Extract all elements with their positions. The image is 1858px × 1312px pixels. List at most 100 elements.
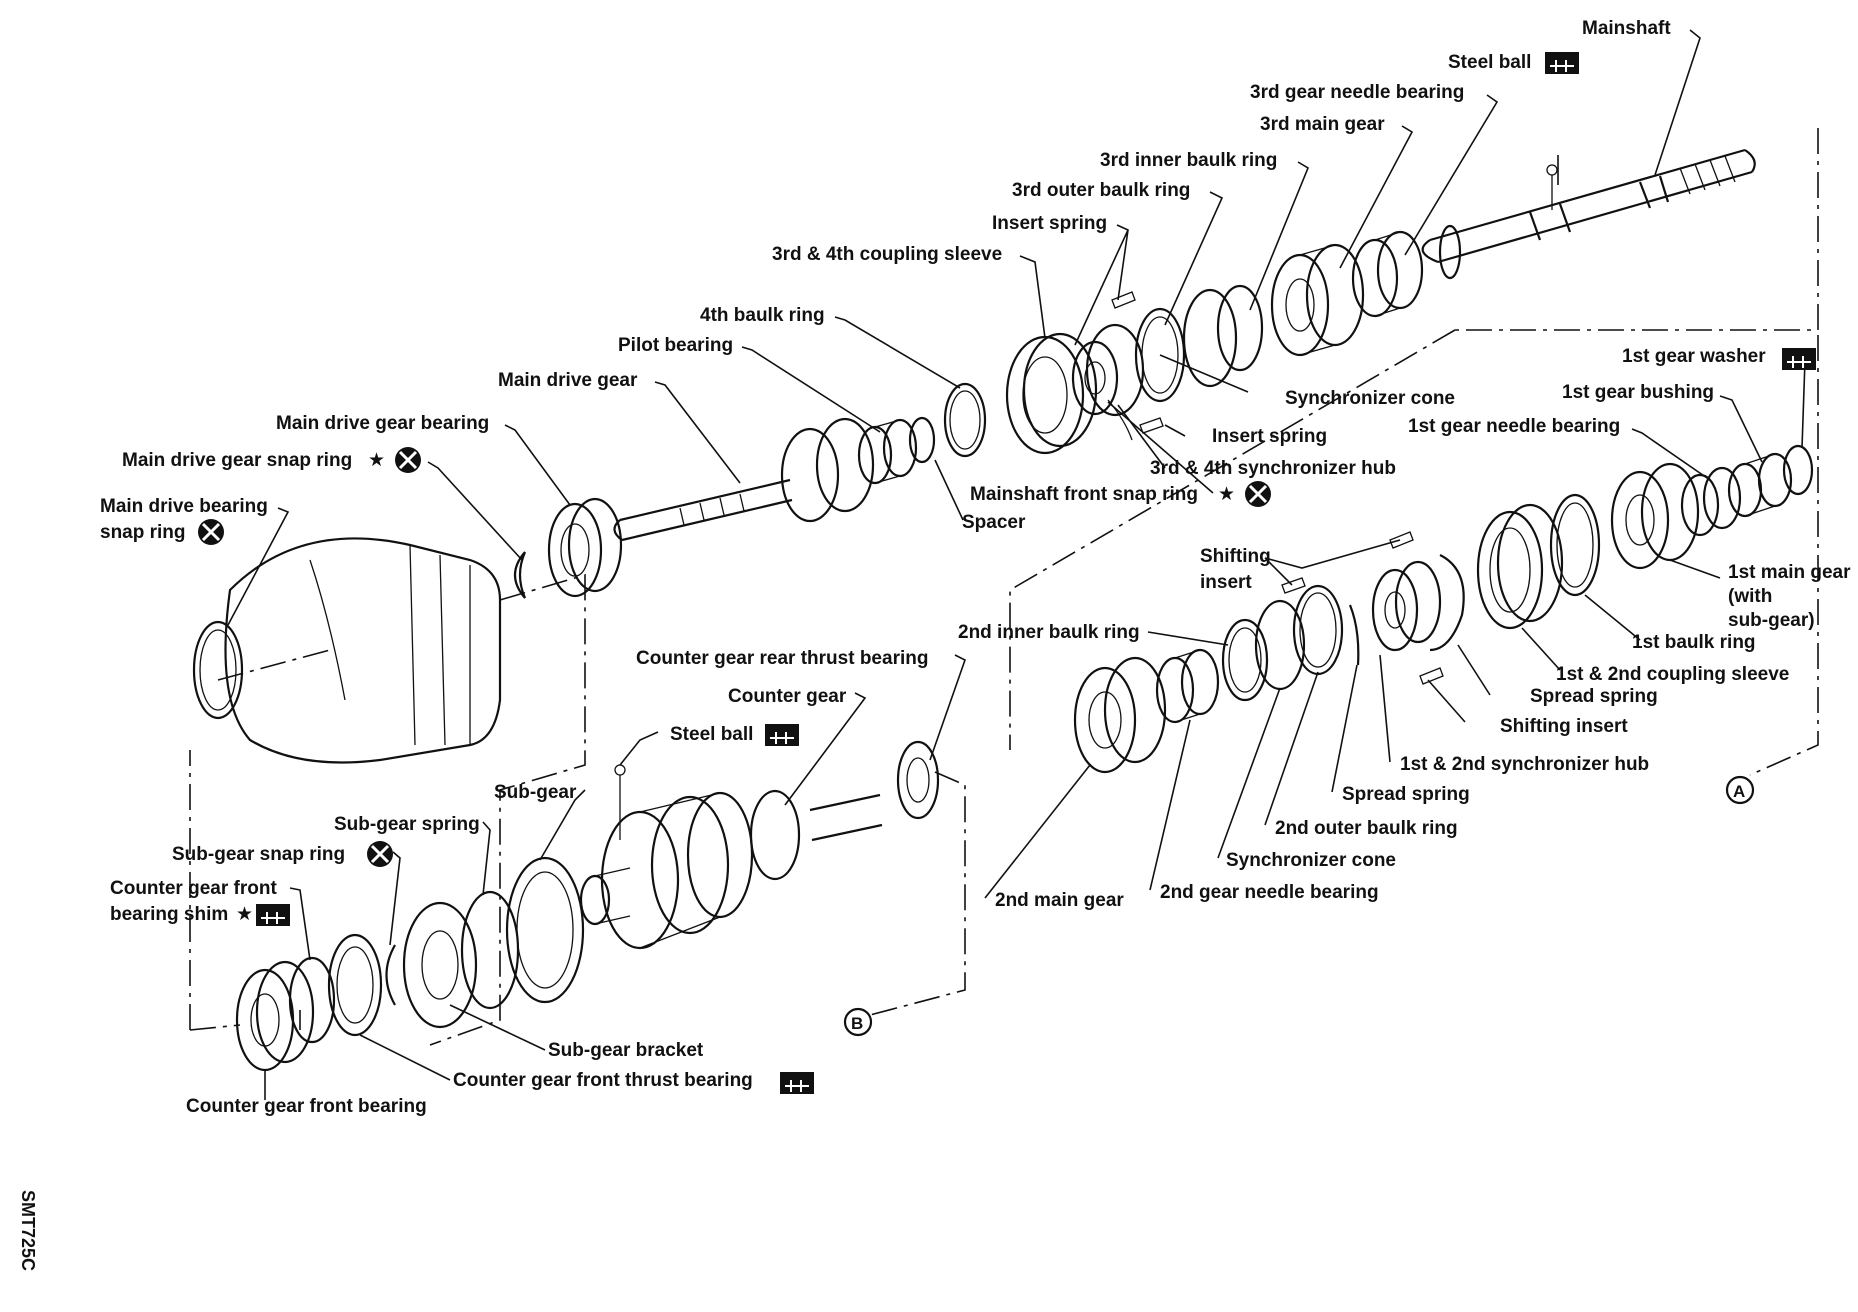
label-gear3-outer-baulk: 3rd outer baulk ring	[1012, 180, 1190, 201]
label-gear1-main-1: 1st main gear	[1728, 562, 1851, 583]
label-steel-ball-bottom: Steel ball	[670, 724, 753, 745]
star-mark: ★	[368, 450, 385, 471]
gear3-inner-baulk-ring-part	[1182, 284, 1264, 388]
label-main-gear-2nd: 2nd main gear	[995, 890, 1124, 911]
steel-ball-bottom-part	[614, 764, 626, 840]
label-baulk-ring-4th: 4th baulk ring	[700, 305, 825, 326]
svg-text:B: B	[851, 1014, 863, 1033]
coupling-sleeve-34-part	[1005, 332, 1098, 455]
sub-gear-spring-part	[460, 890, 520, 1010]
label-gear1-needle-bearing: 1st gear needle bearing	[1408, 416, 1620, 437]
svg-text:A: A	[1733, 782, 1745, 801]
label-inner-baulk-2nd: 2nd inner baulk ring	[958, 622, 1140, 643]
counter-front-bearing-part	[235, 960, 315, 1072]
outer-baulk-2nd-part	[1292, 584, 1344, 676]
spread-spring-right-part	[1429, 554, 1465, 652]
label-counter-front-bearing: Counter gear front bearing	[186, 1096, 427, 1117]
baulk-ring-1st-part	[1549, 493, 1601, 597]
label-main-drive-gear: Main drive gear	[498, 370, 638, 391]
labels: Mainshaft Steel ball 3rd gear needle bea…	[100, 18, 1851, 1117]
gear1-washer-part	[1782, 444, 1814, 496]
marker-a: A	[1725, 775, 1755, 805]
label-synchronizer-cone-top: Synchronizer cone	[1285, 388, 1455, 409]
do-not-reuse-icon	[1245, 481, 1271, 507]
label-pilot-bearing: Pilot bearing	[618, 335, 733, 356]
counter-rear-thrust-part	[896, 740, 940, 820]
selective-part-icon	[765, 724, 799, 746]
steel-ball-top-part	[1546, 164, 1558, 210]
label-counter-rear-thrust: Counter gear rear thrust bearing	[636, 648, 928, 669]
leader-lines	[227, 29, 1806, 1100]
synchronizer-cone-bottom-part	[1254, 599, 1306, 691]
label-sub-gear-spring: Sub-gear spring	[334, 814, 480, 835]
figure-code: SMT725C	[18, 1190, 38, 1271]
main-drive-gear-snap-ring-part	[513, 551, 527, 599]
selective-part-icon	[256, 904, 290, 926]
pilot-bearing-part	[857, 418, 918, 485]
sync-hub-12-part	[1371, 560, 1442, 652]
label-shifting-insert-top-1: Shifting	[1200, 546, 1271, 567]
star-mark: ★	[1218, 484, 1235, 505]
selective-part-icon	[1545, 52, 1579, 74]
do-not-reuse-icon	[395, 447, 421, 473]
label-counter-front-shim-2: bearing shim	[110, 904, 228, 925]
needle-bearing-2nd-part	[1155, 648, 1220, 724]
label-synchronizer-cone-bottom: Synchronizer cone	[1226, 850, 1396, 871]
clutch-housing-part	[224, 537, 502, 764]
spacer-part	[908, 416, 936, 464]
label-sync-hub-34: 3rd & 4th synchronizer hub	[1150, 458, 1396, 479]
centerline-paths	[189, 128, 1819, 1046]
gear3-needle-bearing-part	[1351, 230, 1424, 318]
main-gear-2nd-part	[1073, 656, 1167, 774]
gear1-main-part	[1610, 462, 1700, 570]
label-mainshaft: Mainshaft	[1582, 18, 1671, 39]
gear1-bushing-part	[1727, 452, 1793, 518]
inner-baulk-2nd-part	[1221, 618, 1269, 702]
label-gear1-main-3: sub-gear)	[1728, 610, 1815, 631]
shifting-insert-parts	[1281, 531, 1444, 685]
label-sub-gear-bracket: Sub-gear bracket	[548, 1040, 704, 1061]
label-shifting-insert-top-2: insert	[1200, 572, 1252, 593]
label-coupling-sleeve-12: 1st & 2nd coupling sleeve	[1556, 664, 1789, 685]
label-main-drive-bearing-snap-ring-1: Main drive bearing	[100, 496, 268, 517]
label-gear3-main: 3rd main gear	[1260, 114, 1385, 135]
label-gear3-inner-baulk: 3rd inner baulk ring	[1100, 150, 1277, 171]
label-coupling-sleeve-34: 3rd & 4th coupling sleeve	[772, 244, 1002, 265]
main-drive-bearing-snap-ring-part	[192, 620, 244, 720]
label-main-drive-gear-bearing: Main drive gear bearing	[276, 413, 489, 434]
label-gear1-bushing: 1st gear bushing	[1562, 382, 1714, 403]
marker-b: B	[843, 1007, 873, 1037]
coupling-sleeve-12-part	[1476, 503, 1564, 630]
counter-front-thrust-part	[327, 933, 383, 1037]
main-drive-gear-bearing-part	[547, 497, 623, 598]
label-sync-hub-12: 1st & 2nd synchronizer hub	[1400, 754, 1649, 775]
label-insert-spring-mid: Insert spring	[1212, 426, 1327, 447]
do-not-reuse-icon	[198, 519, 224, 545]
label-main-drive-gear-snap-ring: Main drive gear snap ring	[122, 450, 352, 471]
sub-gear-snap-ring-part	[385, 944, 396, 1006]
label-spread-spring-left: Spread spring	[1342, 784, 1470, 805]
do-not-reuse-icon	[367, 841, 393, 867]
label-gear1-washer: 1st gear washer	[1622, 346, 1766, 367]
label-mainshaft-front-snap-ring: Mainshaft front snap ring	[970, 484, 1198, 505]
insert-spring-parts-top	[1111, 291, 1164, 434]
selective-part-icon	[1782, 348, 1816, 370]
selective-part-icon	[780, 1072, 814, 1094]
label-needle-bearing-2nd: 2nd gear needle bearing	[1160, 882, 1379, 903]
sub-gear-part	[505, 856, 585, 1004]
label-outer-baulk-2nd: 2nd outer baulk ring	[1275, 818, 1458, 839]
gear3-main-part	[1270, 243, 1365, 357]
mainshaft-part	[1421, 148, 1756, 280]
label-spread-spring-right: Spread spring	[1530, 686, 1658, 707]
main-drive-gear-part	[613, 417, 875, 542]
label-shifting-insert-bottom: Shifting insert	[1500, 716, 1628, 737]
label-counter-gear: Counter gear	[728, 686, 847, 707]
counter-shaft-end-part	[579, 867, 631, 926]
label-sub-gear-snap-ring: Sub-gear snap ring	[172, 844, 345, 865]
label-steel-ball-top: Steel ball	[1448, 52, 1531, 73]
label-insert-spring-top: Insert spring	[992, 213, 1107, 234]
spread-spring-left-part	[1348, 604, 1360, 666]
counter-gear-part	[600, 789, 883, 950]
label-counter-front-shim-1: Counter gear front	[110, 878, 277, 899]
